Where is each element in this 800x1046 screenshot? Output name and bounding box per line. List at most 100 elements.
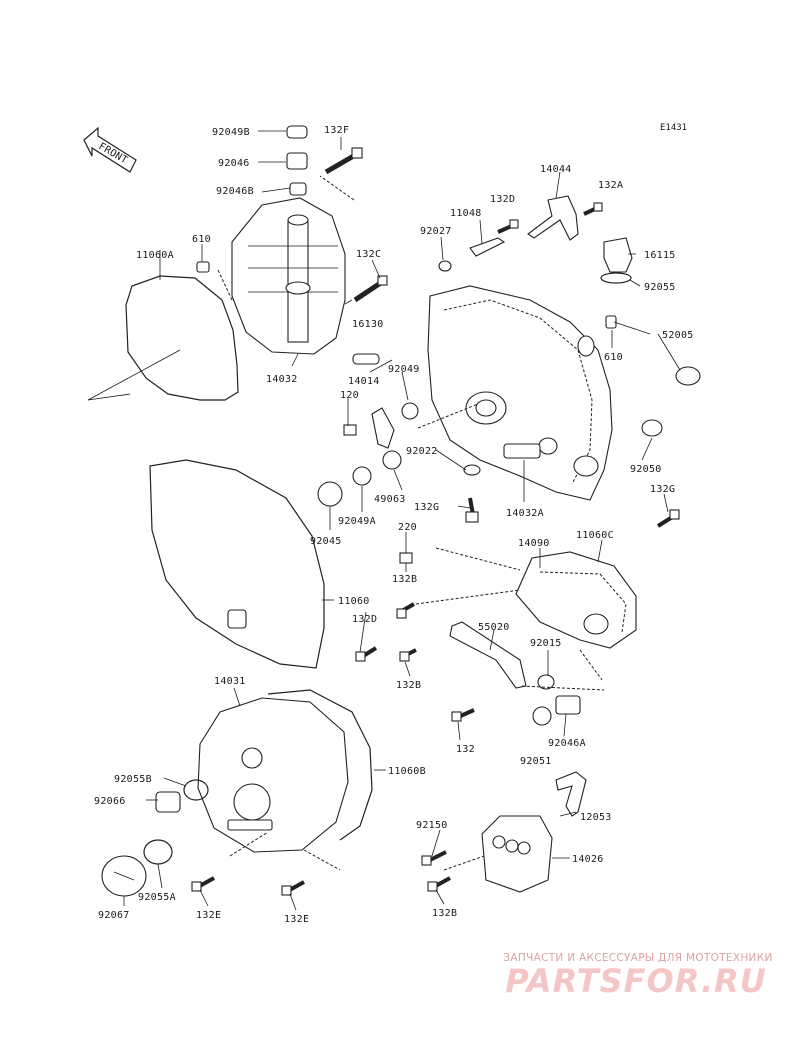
bearing-92046-icon	[286, 152, 308, 170]
lever-14014-icon	[371, 407, 395, 449]
bolt-132f-icon	[324, 147, 363, 175]
o-ring-92055-icon	[600, 272, 632, 284]
part-label: 92150	[416, 820, 448, 831]
part-label: 132F	[324, 125, 349, 136]
front-arrow-icon: FRONT	[83, 126, 137, 173]
part-label: 132E	[196, 910, 221, 921]
part-label: 132	[456, 744, 475, 755]
gasket-11060b-icon	[267, 689, 373, 841]
seal-92050-icon	[641, 419, 663, 437]
cover-main-icon	[427, 285, 613, 501]
seal-52005-icon	[675, 366, 701, 386]
o-ring-92055b-icon	[183, 779, 209, 801]
bearing-92046a-icon	[555, 695, 581, 715]
bolt-132c-icon	[353, 275, 388, 303]
part-label: 132D	[352, 614, 377, 625]
washer-92022-icon	[463, 464, 481, 476]
part-label: 132G	[414, 502, 439, 513]
bolt-132d-mid-icon	[355, 646, 378, 662]
bolt-132b-mid-icon	[399, 648, 417, 662]
part-label: 12053	[580, 812, 612, 823]
cover-14026-icon	[481, 815, 553, 893]
part-label: 14090	[518, 538, 550, 549]
part-label: 14044	[540, 164, 572, 175]
part-label: 610	[604, 352, 623, 363]
bolt-132b-lower-icon	[427, 876, 451, 892]
part-label: 92051	[520, 756, 552, 767]
bolt-220-icon	[399, 552, 413, 564]
gasket-11060a-icon	[125, 275, 239, 401]
part-label: 14026	[572, 854, 604, 865]
cover-14031-icon	[197, 697, 349, 853]
guide-55020-icon	[449, 621, 527, 689]
nut-92015-icon	[537, 674, 555, 690]
part-label: 92049A	[338, 516, 376, 527]
part-label: 92022	[406, 446, 438, 457]
pin-610-icon	[196, 261, 210, 273]
part-label: 610	[192, 234, 211, 245]
shaft-14014-icon	[352, 353, 380, 365]
part-label: 92050	[630, 464, 662, 475]
part-label: 92055	[644, 282, 676, 293]
part-shapes	[101, 125, 701, 897]
part-label: 92046A	[548, 738, 586, 749]
part-label: 14032	[266, 374, 298, 385]
leader-lines	[87, 130, 681, 911]
clamp-11048-icon	[469, 237, 506, 257]
diagram-code: E1431	[660, 123, 687, 133]
part-label: 92055B	[114, 774, 152, 785]
pin-610b-icon	[605, 315, 617, 329]
part-label: 132D	[490, 194, 515, 205]
part-label: 132C	[356, 249, 381, 260]
o-ring-92055a-icon	[143, 839, 173, 865]
part-label: 92027	[420, 226, 452, 237]
part-label: 55020	[478, 622, 510, 633]
part-label: 132B	[392, 574, 417, 585]
part-label: 16115	[644, 250, 676, 261]
bolt-132d-icon	[497, 219, 519, 234]
gear-49063-icon	[382, 450, 402, 470]
gasket-11060-icon	[149, 459, 325, 669]
part-label: 14032A	[506, 508, 544, 519]
part-label: 132E	[284, 914, 309, 925]
bolt-132a-icon	[583, 202, 603, 216]
watermark-logo: PARTSFOR.RU	[505, 962, 767, 1000]
part-label: 92067	[98, 910, 130, 921]
part-label: 14014	[348, 376, 380, 387]
part-label: 11060A	[136, 250, 174, 261]
part-label: 92066	[94, 796, 126, 807]
part-label: 220	[398, 522, 417, 533]
bearing-92051-icon	[532, 706, 552, 726]
part-label: 92049B	[212, 127, 250, 138]
part-label: 92045	[310, 536, 342, 547]
part-label: 11060	[338, 596, 370, 607]
part-labels: 92049B 132F 92046 92046B 610 11060A 132C…	[94, 125, 693, 925]
part-label: 132B	[396, 680, 421, 691]
bolt-132g-right-icon	[656, 509, 680, 528]
part-label: 92046	[218, 158, 250, 169]
bearing-92049a-icon	[352, 466, 372, 486]
part-label: 92015	[530, 638, 562, 649]
bearing-92045-icon	[317, 481, 343, 507]
bolt-132g-icon	[465, 497, 479, 523]
part-label: 120	[340, 390, 359, 401]
cover-14090-icon	[515, 551, 637, 649]
part-label: 132G	[650, 484, 675, 495]
bushing-92049-icon	[401, 402, 419, 420]
bolt-92150-icon	[421, 850, 447, 866]
part-label: 14031	[214, 676, 246, 687]
part-label: 11060B	[388, 766, 426, 777]
bushing-92049b-icon	[286, 125, 308, 139]
part-label: 92055A	[138, 892, 176, 903]
bolt-132d-lower-icon	[396, 602, 415, 619]
damper-92027-icon	[438, 260, 452, 272]
plate-12053-icon	[555, 771, 587, 817]
bearing-92046b-icon	[289, 182, 307, 196]
part-label: 92046B	[216, 186, 254, 197]
part-label: 92049	[388, 364, 420, 375]
part-label: 49063	[374, 494, 406, 505]
cap-16115-icon	[603, 237, 633, 273]
part-label: 16130	[352, 319, 384, 330]
